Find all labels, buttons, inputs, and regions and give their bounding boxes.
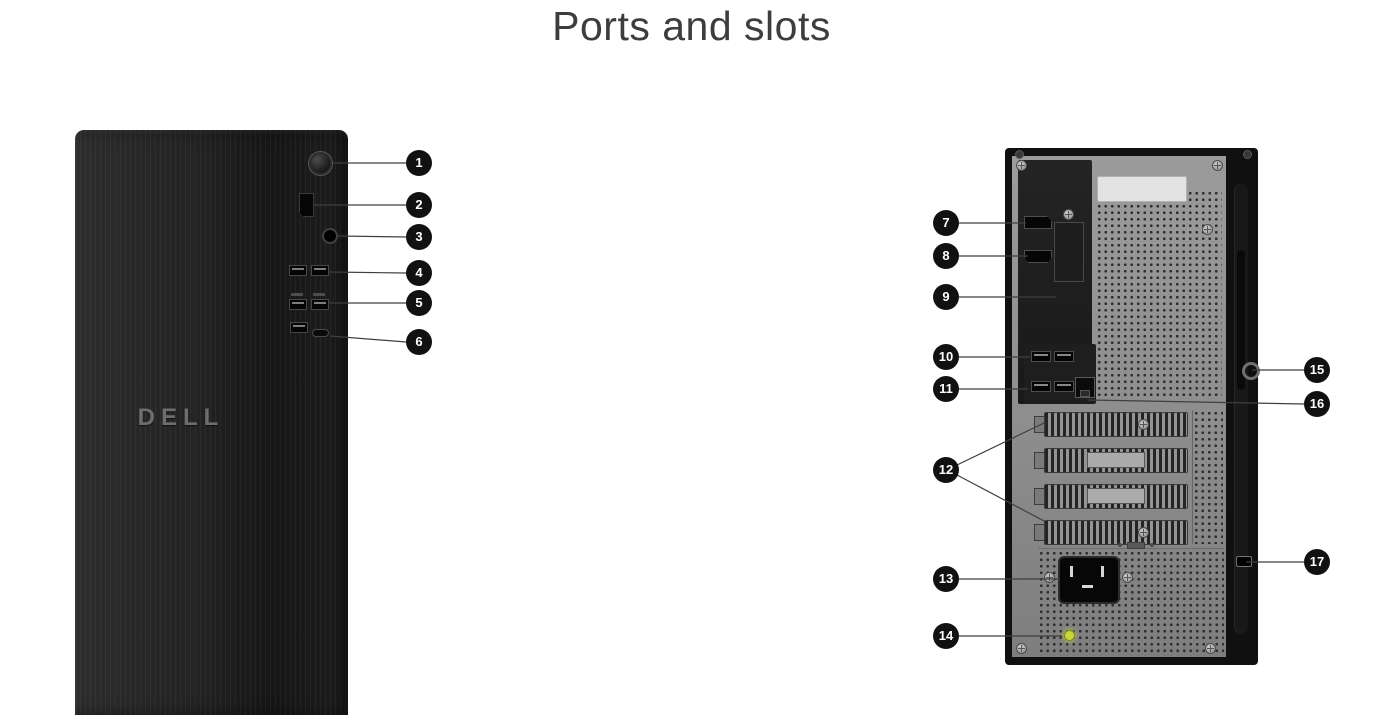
sd-card-slot-icon <box>299 193 314 217</box>
chassis-mark <box>1150 543 1154 547</box>
headset-jack-icon <box>322 228 338 244</box>
callout-14: 14 <box>933 623 959 649</box>
screw-icon <box>1016 643 1027 654</box>
ethernet-port-icon <box>1075 377 1095 398</box>
optional-port-knockout <box>1054 222 1084 282</box>
side-panel-latch <box>1237 250 1245 390</box>
slot-filler-plate <box>1087 452 1145 468</box>
callout-15: 15 <box>1304 357 1330 383</box>
usb-a-port-icon <box>289 265 307 276</box>
rear-vent <box>1192 410 1223 544</box>
callout-8: 8 <box>933 243 959 269</box>
screw-icon <box>1122 572 1133 583</box>
callout-12: 12 <box>933 457 959 483</box>
usb-c-port-icon <box>312 329 329 337</box>
screw-icon <box>1138 419 1149 430</box>
screw-icon <box>1205 643 1216 654</box>
usb-a-port-icon <box>1054 351 1074 362</box>
screw-icon <box>1243 150 1252 159</box>
callout-3: 3 <box>406 224 432 250</box>
front-tower-chassis <box>75 130 348 715</box>
slot-retention-tab <box>1034 452 1045 469</box>
power-button-icon <box>308 151 333 176</box>
power-inlet-pin <box>1070 566 1073 577</box>
usb-a-port-icon <box>311 299 329 310</box>
callout-9: 9 <box>933 284 959 310</box>
security-cable-slot-icon <box>1236 556 1252 567</box>
callout-4: 4 <box>406 260 432 286</box>
usb-a-port-icon <box>311 265 329 276</box>
screw-icon <box>1212 160 1223 171</box>
dell-logo: DELL <box>137 404 225 431</box>
usb-a-port-icon <box>1054 381 1074 392</box>
rear-vent <box>1096 190 1222 398</box>
service-label <box>1097 176 1187 202</box>
callout-7: 7 <box>933 210 959 236</box>
slot-retention-tab <box>1034 524 1045 541</box>
screw-icon <box>1138 527 1149 538</box>
screw-icon <box>1044 572 1055 583</box>
power-inlet-pin <box>1082 585 1093 588</box>
usb-a-port-icon <box>289 299 307 310</box>
callout-11: 11 <box>933 376 959 402</box>
screw-icon <box>1015 150 1024 159</box>
power-inlet-icon <box>1058 556 1120 604</box>
screw-icon <box>1016 160 1027 171</box>
callout-13: 13 <box>933 566 959 592</box>
callout-17: 17 <box>1304 549 1330 575</box>
screw-icon <box>1202 224 1213 235</box>
displayport-icon <box>1024 216 1052 229</box>
diagnostic-led-icon <box>1064 630 1075 641</box>
usb-a-port-icon <box>1031 351 1051 362</box>
callout-16: 16 <box>1304 391 1330 417</box>
slot-retention-tab <box>1034 488 1045 505</box>
chassis-mark <box>1118 543 1122 547</box>
page-title: Ports and slots <box>552 3 831 49</box>
chassis-mark <box>1127 542 1145 549</box>
usb-speed-mark <box>291 293 303 296</box>
expansion-slot-cover <box>1044 520 1188 545</box>
usb-a-port-icon <box>1031 381 1051 392</box>
slot-filler-plate <box>1087 488 1145 504</box>
usb-a-port-icon <box>290 322 308 333</box>
callout-10: 10 <box>933 344 959 370</box>
screw-icon <box>1063 209 1074 220</box>
expansion-slot-cover <box>1044 412 1188 437</box>
usb-speed-mark <box>313 293 325 296</box>
power-inlet-pin <box>1101 566 1104 577</box>
callout-5: 5 <box>406 290 432 316</box>
callout-6: 6 <box>406 329 432 355</box>
hdmi-port-icon <box>1024 250 1052 263</box>
callout-1: 1 <box>406 150 432 176</box>
padlock-ring-icon <box>1242 362 1260 380</box>
slot-retention-tab <box>1034 416 1045 433</box>
callout-2: 2 <box>406 192 432 218</box>
